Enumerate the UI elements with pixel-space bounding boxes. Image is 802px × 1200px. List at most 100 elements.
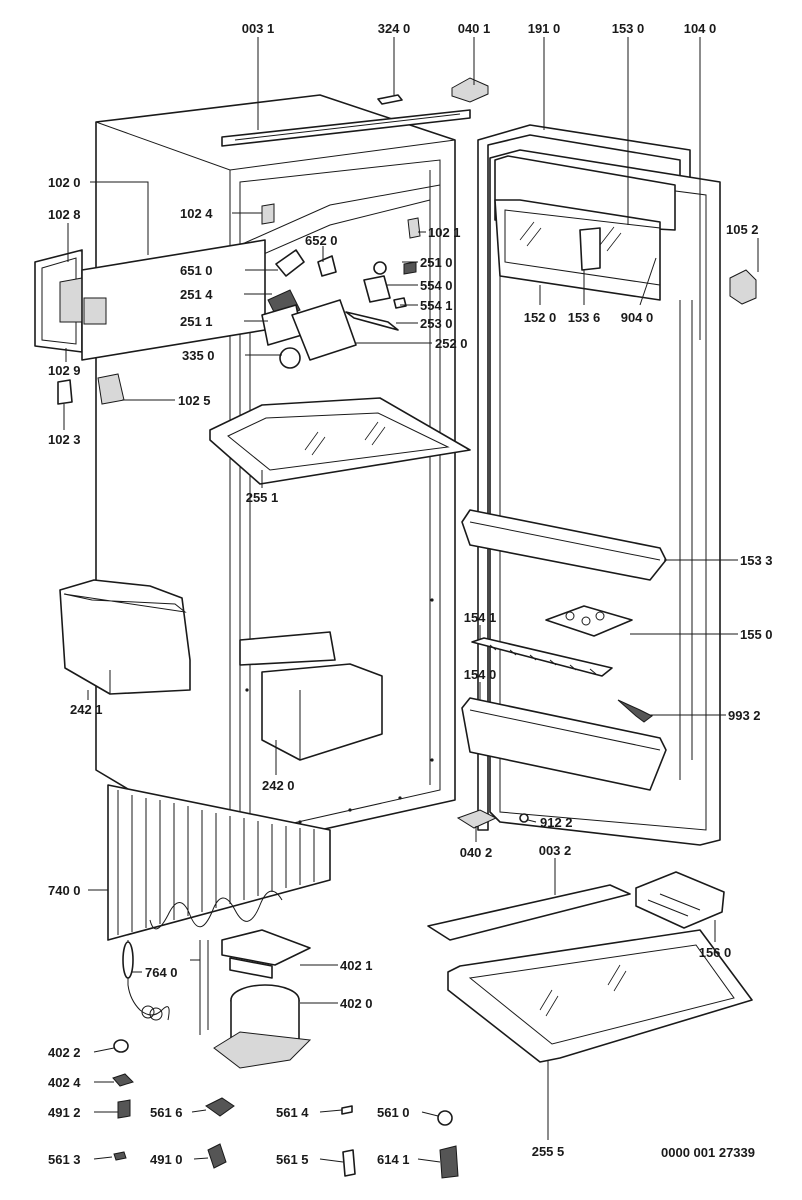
label-5614: 561 4 xyxy=(276,1105,309,1120)
label-1025: 102 5 xyxy=(178,393,211,408)
part-2551-glass-shelf xyxy=(209,397,471,485)
label-1024: 102 4 xyxy=(180,206,213,221)
part-1029-clip xyxy=(57,379,73,405)
label-0031: 003 1 xyxy=(242,21,275,36)
label-2555: 255 5 xyxy=(532,1144,565,1159)
part-0401-bracket xyxy=(451,77,489,103)
label-5541: 554 1 xyxy=(420,298,453,313)
part-2421-crisper-drawer xyxy=(59,579,191,695)
label-6141: 614 1 xyxy=(377,1152,410,1167)
label-5613: 561 3 xyxy=(48,1152,81,1167)
label-4021: 402 1 xyxy=(340,958,373,973)
label-1021: 102 1 xyxy=(428,225,461,240)
label-6520: 652 0 xyxy=(305,233,338,248)
label-4022: 402 2 xyxy=(48,1045,81,1060)
part-1020-control-cover xyxy=(81,239,266,361)
part-7640-capillary xyxy=(122,940,170,1021)
label-1020: 102 0 xyxy=(48,175,81,190)
part-1028-trim-frame xyxy=(34,249,83,353)
part-5540-switch xyxy=(363,275,391,303)
part-1530-dairy-compartment xyxy=(494,155,676,301)
document-number: 0000 001 27339 xyxy=(661,1145,755,1160)
part-5613-screw xyxy=(113,1151,127,1161)
part-4021-tray xyxy=(221,929,311,979)
part-6141-fitting xyxy=(439,1145,459,1179)
part-9932-spring xyxy=(617,699,653,723)
part-3240-clip xyxy=(377,94,403,105)
label-1023: 102 3 xyxy=(48,432,81,447)
label-7640: 764 0 xyxy=(145,965,178,980)
label-7400: 740 0 xyxy=(48,883,81,898)
part-5616-connector xyxy=(205,1097,235,1117)
label-2510: 251 0 xyxy=(420,255,453,270)
part-6510-lamp-socket xyxy=(275,249,305,277)
part-0031-top-rail xyxy=(221,109,471,147)
label-1520: 152 0 xyxy=(524,310,557,325)
label-1536: 153 6 xyxy=(568,310,601,325)
part-5541-pin xyxy=(393,297,407,309)
label-9932: 993 2 xyxy=(728,708,761,723)
part-1540-bottle-shelf xyxy=(461,697,667,791)
part-5610-ring xyxy=(437,1110,453,1126)
label-1533: 153 3 xyxy=(740,553,773,568)
label-6510: 651 0 xyxy=(180,263,213,278)
part-9122-screw xyxy=(519,813,529,823)
label-3350: 335 0 xyxy=(182,348,215,363)
label-9122: 912 2 xyxy=(540,815,573,830)
leader-lines xyxy=(63,37,759,1163)
label-0032: 003 2 xyxy=(539,843,572,858)
part-1040-door xyxy=(489,149,721,846)
label-2530: 253 0 xyxy=(420,316,453,331)
part-labels: 003 1 324 0 040 1 191 0 153 0 104 0 102 … xyxy=(48,21,773,1167)
label-0402: 040 2 xyxy=(460,845,493,860)
label-2520: 252 0 xyxy=(435,336,468,351)
part-2520-knob-housing xyxy=(291,299,357,361)
part-1550-egg-tray xyxy=(545,605,633,637)
part-1560-ice-tray xyxy=(635,871,725,929)
part-2555-glass-shelf xyxy=(447,929,753,1063)
part-2420-crisper-drawer xyxy=(239,631,383,761)
label-5610: 561 0 xyxy=(377,1105,410,1120)
label-1560: 156 0 xyxy=(699,945,732,960)
label-1040: 104 0 xyxy=(684,21,717,36)
label-2551: 255 1 xyxy=(246,490,279,505)
part-5615-clip xyxy=(342,1149,356,1177)
label-2514: 251 4 xyxy=(180,287,213,302)
part-5614-screw xyxy=(341,1105,353,1115)
label-1029: 102 9 xyxy=(48,363,81,378)
part-4912-clip xyxy=(117,1099,131,1119)
label-4910: 491 0 xyxy=(150,1152,183,1167)
part-1021-plate xyxy=(407,217,421,239)
thermostat-assembly xyxy=(261,249,417,369)
label-3240: 324 0 xyxy=(378,21,411,36)
part-4022-grommet xyxy=(113,1039,129,1053)
door-gasket-1910 xyxy=(477,124,691,831)
part-4910-block xyxy=(207,1143,227,1169)
label-5615: 561 5 xyxy=(276,1152,309,1167)
part-1052-hinge xyxy=(729,269,757,305)
part-2530-rod xyxy=(345,311,399,331)
label-0401: 040 1 xyxy=(458,21,491,36)
label-4024: 402 4 xyxy=(48,1075,81,1090)
label-1910: 191 0 xyxy=(528,21,561,36)
label-1550: 155 0 xyxy=(740,627,773,642)
part-7400-condenser xyxy=(107,784,331,941)
label-1530: 153 0 xyxy=(612,21,645,36)
label-1028: 102 8 xyxy=(48,207,81,222)
part-4020-compressor xyxy=(190,940,312,1069)
label-5540: 554 0 xyxy=(420,278,453,293)
part-1024-hinge-plate xyxy=(261,203,275,225)
part-0032-rail xyxy=(427,884,631,941)
part-0402-bracket xyxy=(456,809,498,829)
label-5616: 561 6 xyxy=(150,1105,183,1120)
label-2511: 251 1 xyxy=(180,314,213,329)
label-9040: 904 0 xyxy=(621,310,654,325)
label-2421: 242 1 xyxy=(70,702,103,717)
label-2420: 242 0 xyxy=(262,778,295,793)
label-1541: 154 1 xyxy=(464,610,497,625)
label-4912: 491 2 xyxy=(48,1105,81,1120)
part-3350-knob xyxy=(279,347,301,369)
part-1536-flap xyxy=(579,227,601,271)
